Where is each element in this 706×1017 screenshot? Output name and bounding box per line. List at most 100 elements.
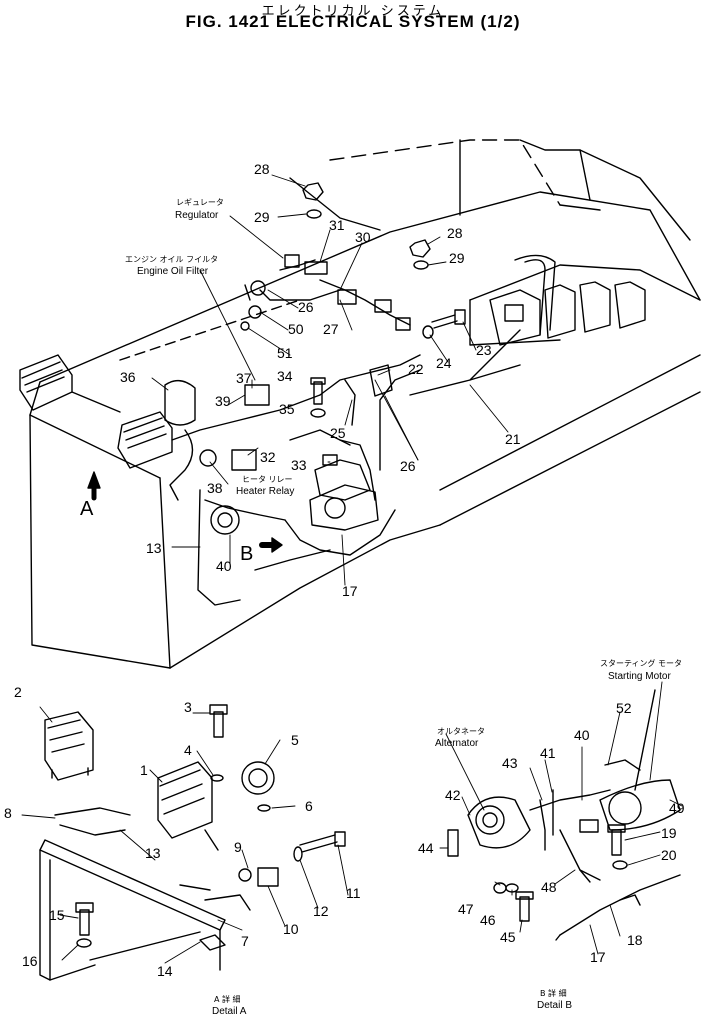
- callout-30: 30: [355, 229, 371, 245]
- view-arrow-b: [259, 537, 283, 553]
- engine-block: [489, 254, 646, 346]
- callout-39: 39: [215, 393, 231, 409]
- machine-body-outline: [29, 139, 701, 669]
- callout-40: 40: [216, 558, 232, 574]
- callout-38: 38: [207, 480, 223, 496]
- callout-52: 52: [616, 700, 632, 716]
- callout-8: 8: [4, 805, 12, 821]
- callout-10: 10: [283, 921, 299, 937]
- view-arrow-a: [87, 471, 101, 501]
- callout-5: 5: [291, 732, 299, 748]
- detail-b-caption-jp: B 詳 細: [540, 988, 567, 998]
- component-25: [344, 379, 356, 426]
- washer-29-upper: [306, 209, 322, 219]
- nut-28-right: [409, 239, 431, 258]
- heater-relay-label: Heater Relay: [236, 486, 294, 497]
- callout-11: 11: [346, 885, 361, 901]
- callout-15: 15: [49, 907, 65, 923]
- component-32: [231, 449, 257, 471]
- engine-oil-filter-label: Engine Oil Filter: [137, 266, 209, 277]
- callout-35: 35: [279, 401, 295, 417]
- callout-42: 42: [445, 787, 461, 803]
- alternator-label-jp: オルタネータ: [437, 727, 485, 736]
- alternator-label: Alternator: [435, 738, 479, 749]
- starting-motor-label-jp: スターティング モータ: [600, 658, 682, 668]
- starting-motor-upper: [309, 484, 379, 531]
- callout-31: 31: [329, 217, 345, 233]
- callout-2: 2: [14, 684, 22, 700]
- main-wiring-harness: [71, 259, 521, 606]
- callout-1: 1: [140, 762, 148, 778]
- callout-48: 48: [541, 879, 557, 895]
- callout-32: 32: [260, 449, 276, 465]
- callout-16: 16: [22, 953, 38, 969]
- callout-14: 14: [157, 963, 173, 979]
- bolt-34: [310, 377, 326, 405]
- nut-28-upper: [302, 182, 324, 201]
- callout-49: 49: [669, 800, 685, 816]
- component-37: [244, 384, 270, 406]
- figure-title: FIG. 1421 ELECTRICAL SYSTEM (1/2): [185, 12, 521, 31]
- engine-oil-filter-switch: [240, 280, 266, 331]
- detail-b-caption: Detail B: [537, 1000, 572, 1011]
- battery-box-center: [117, 411, 173, 469]
- callout-40-detail: 40: [574, 727, 590, 743]
- alternator-upper: [210, 505, 240, 535]
- callout-26-lower: 26: [400, 458, 416, 474]
- callout-22: 22: [408, 361, 424, 377]
- battery-box-left: [19, 354, 73, 411]
- callout-19: 19: [661, 825, 677, 841]
- washer-24: [422, 325, 434, 339]
- component-31-switch: [337, 289, 411, 331]
- component-33: [322, 454, 338, 466]
- bolt-23: [431, 309, 466, 329]
- detail-a-caption: Detail A: [212, 1006, 247, 1017]
- view-marker-a: A: [80, 498, 94, 520]
- callout-41: 41: [540, 745, 556, 761]
- callout-23: 23: [476, 342, 492, 358]
- washer-29-right: [413, 260, 429, 270]
- callout-51: 51: [277, 345, 293, 361]
- callout-13-detail: 13: [145, 845, 161, 861]
- callout-25: 25: [330, 425, 346, 441]
- leader-lines: [21, 174, 683, 964]
- callout-27: 27: [323, 321, 339, 337]
- view-marker-b: B: [240, 543, 253, 565]
- detail-a-assembly: [39, 704, 346, 981]
- callout-34: 34: [277, 368, 293, 384]
- callout-17-detail: 17: [590, 949, 606, 965]
- callout-44: 44: [418, 840, 434, 856]
- callout-45: 45: [500, 929, 516, 945]
- callout-17: 17: [342, 583, 358, 599]
- starting-motor-label: Starting Motor: [608, 671, 671, 682]
- callout-12: 12: [313, 903, 329, 919]
- callout-4: 4: [184, 742, 192, 758]
- callout-7: 7: [241, 933, 249, 949]
- regulator-label: Regulator: [175, 210, 219, 221]
- washer-35: [310, 408, 326, 418]
- callout-18: 18: [627, 932, 643, 948]
- heater-relay-label-jp: ヒータ リレー: [242, 475, 293, 484]
- callout-26: 26: [298, 299, 314, 315]
- callout-43: 43: [502, 755, 518, 771]
- callout-29: 29: [254, 209, 270, 225]
- callout-33: 33: [291, 457, 307, 473]
- callout-29-right: 29: [449, 250, 465, 266]
- callout-3: 3: [184, 699, 192, 715]
- callout-36: 36: [120, 369, 136, 385]
- callout-21: 21: [505, 431, 521, 447]
- callout-46: 46: [480, 912, 496, 928]
- callout-47: 47: [458, 901, 474, 917]
- component-38: [199, 449, 217, 467]
- callout-37: 37: [236, 370, 252, 386]
- detail-a-caption-jp: A 詳 細: [214, 994, 241, 1004]
- battery-relay-36: [164, 380, 196, 426]
- detail-b-assembly: [447, 689, 681, 941]
- engine-oil-filter-label-jp: エンジン オイル フイルタ: [125, 255, 218, 264]
- callout-50: 50: [288, 321, 304, 337]
- callout-24: 24: [436, 355, 452, 371]
- callout-28-right: 28: [447, 225, 463, 241]
- title-japanese: エレクトリカル システム: [261, 4, 445, 19]
